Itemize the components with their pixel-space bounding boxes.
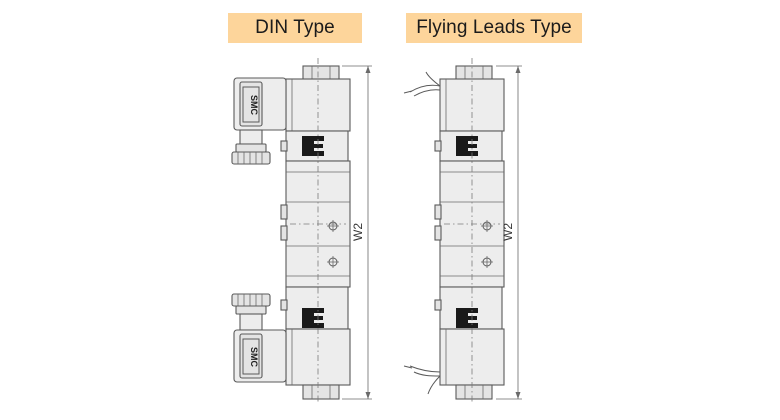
din-type-label: DIN Type [228,13,362,43]
e-marking [302,136,324,156]
dimension-label-w2: W2 [501,223,515,241]
top-fitting [302,65,340,81]
e-marking [456,308,478,328]
flying-leads-type-label: Flying Leads Type [406,13,582,43]
din-dimension-w2: W2 [342,65,372,400]
e-marking [302,308,324,328]
e-marking [456,136,478,156]
din-connector-top: SMC [231,77,287,165]
top-fitting [455,65,493,81]
flying-leads-top [403,71,441,97]
din-connector-bottom: SMC [231,293,287,383]
manual-override [434,140,442,152]
bottom-fitting [455,384,493,400]
bottom-fitting [302,384,340,400]
din-type-valve: SMC [231,58,372,404]
flying-dimension-w2: W2 [496,65,522,400]
flying-leads-valve: W2 [403,58,522,404]
manual-override [280,140,288,152]
connector-logo: SMC [249,347,259,368]
dimension-label-w2: W2 [351,223,365,241]
flying-leads-bottom [403,365,441,395]
connector-logo: SMC [249,95,259,116]
